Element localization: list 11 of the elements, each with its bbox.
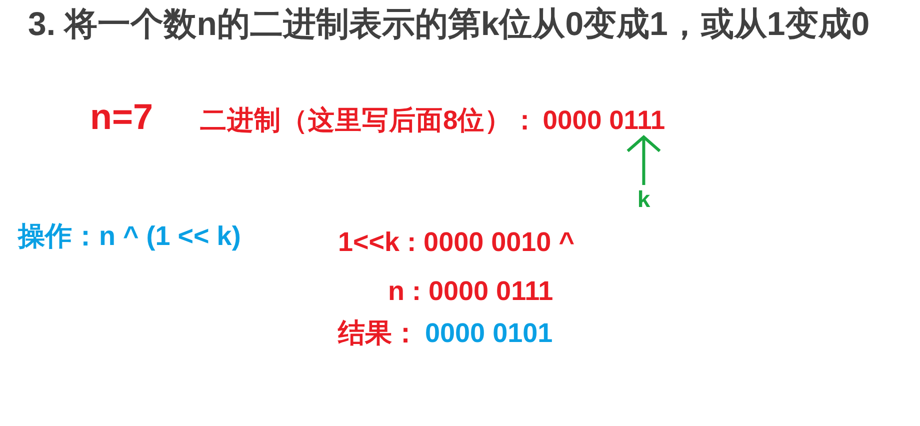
binary-value: 0000 0111 <box>542 105 666 137</box>
title: 3. 将一个数n的二进制表示的第k位从0变成1，或从1变成0 <box>28 4 870 44</box>
leader-arrow <box>626 136 662 185</box>
result-value: 0000 0101 <box>425 317 553 350</box>
shift-row-text: 1<<k : 0000 0010 ^ <box>338 226 574 258</box>
binary-caption: 二进制（这里写后面8位）： <box>200 105 539 137</box>
result-label: 结果： <box>338 317 419 350</box>
value-label: n=7 <box>90 95 154 138</box>
bit-index-label: k <box>637 186 650 214</box>
n-row-text: n : 0000 0111 <box>388 275 554 308</box>
operation-formula: 操作：n ^ (1 << k) <box>18 220 241 252</box>
